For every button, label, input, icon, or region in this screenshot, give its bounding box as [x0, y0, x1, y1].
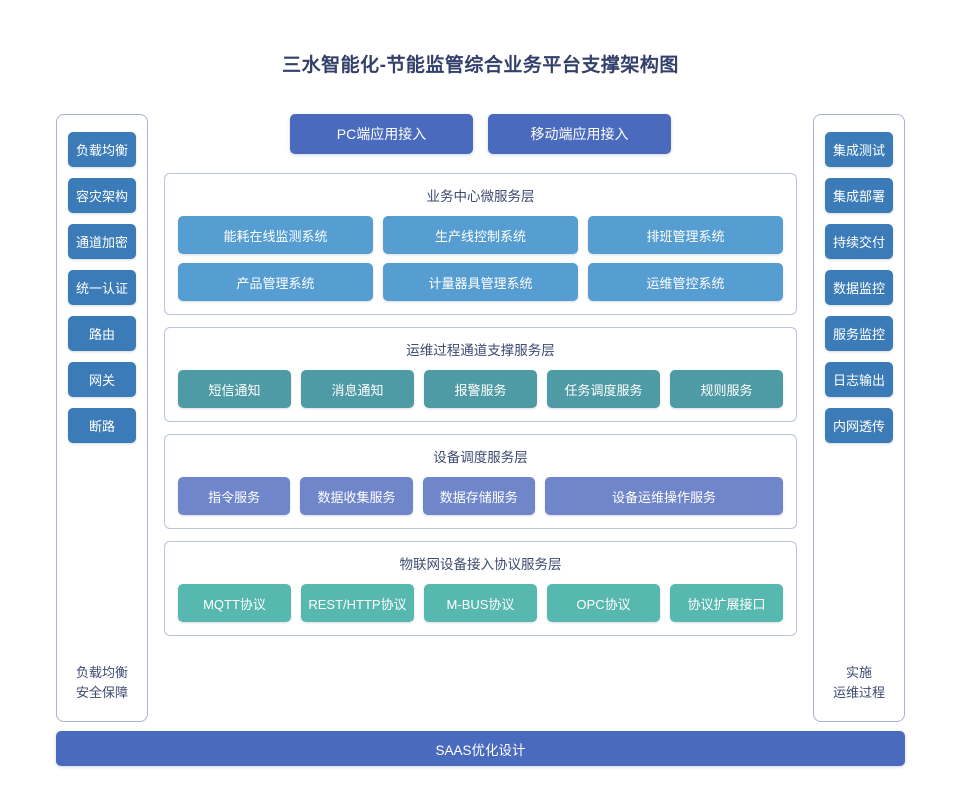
saas-optimization-bar[interactable]: SAAS优化设计: [56, 731, 905, 766]
sidebar-item-right-5[interactable]: 日志输出: [825, 362, 893, 397]
left-sidebar-footer: 负载均衡 安全保障: [76, 663, 128, 707]
center-stack: PC端应用接入 移动端应用接入 业务中心微服务层 能耗在线监测系统 生产线控制系…: [148, 114, 813, 722]
mobile-application-access-button[interactable]: 移动端应用接入: [488, 114, 671, 154]
service-card-alarm-service[interactable]: 报警服务: [424, 370, 537, 408]
sidebar-item-left-4[interactable]: 路由: [68, 316, 136, 351]
protocol-card-mbus[interactable]: M-BUS协议: [424, 584, 537, 622]
layer-title-device: 设备调度服务层: [433, 450, 528, 465]
service-card-message-notification[interactable]: 消息通知: [301, 370, 414, 408]
service-card-rule-service[interactable]: 规则服务: [670, 370, 783, 408]
sidebar-item-right-1[interactable]: 集成部署: [825, 178, 893, 213]
layer-row: MQTT协议 REST/HTTP协议 M-BUS协议 OPC协议 协议扩展接口: [178, 584, 783, 622]
sidebar-item-right-3[interactable]: 数据监控: [825, 270, 893, 305]
service-card-task-scheduling[interactable]: 任务调度服务: [547, 370, 660, 408]
service-card-energy-monitoring[interactable]: 能耗在线监测系统: [178, 216, 373, 254]
sidebar-item-left-0[interactable]: 负载均衡: [68, 132, 136, 167]
layer-row: 产品管理系统 计量器具管理系统 运维管控系统: [178, 263, 783, 301]
layer-title-ops: 运维过程通道支撑服务层: [406, 343, 555, 358]
service-card-data-storage[interactable]: 数据存储服务: [422, 477, 535, 515]
sidebar-item-right-4[interactable]: 服务监控: [825, 316, 893, 351]
pc-application-access-button[interactable]: PC端应用接入: [290, 114, 473, 154]
service-card-device-ops-operation[interactable]: 设备运维操作服务: [544, 477, 784, 515]
sidebar-item-left-3[interactable]: 统一认证: [68, 270, 136, 305]
protocol-card-opc[interactable]: OPC协议: [547, 584, 660, 622]
layer-title-business: 业务中心微服务层: [426, 189, 535, 204]
layer-iot-protocol: 物联网设备接入协议服务层 MQTT协议 REST/HTTP协议 M-BUS协议 …: [164, 541, 797, 636]
right-sidebar-footer: 实施 运维过程: [833, 663, 885, 707]
sidebar-item-right-2[interactable]: 持续交付: [825, 224, 893, 259]
layer-row: 短信通知 消息通知 报警服务 任务调度服务 规则服务: [178, 370, 783, 408]
sidebar-item-left-5[interactable]: 网关: [68, 362, 136, 397]
protocol-card-extension-interface[interactable]: 协议扩展接口: [670, 584, 783, 622]
layer-row: 能耗在线监测系统 生产线控制系统 排班管理系统: [178, 216, 783, 254]
page-title: 三水智能化-节能监管综合业务平台支撑架构图: [282, 55, 679, 76]
protocol-card-rest-http[interactable]: REST/HTTP协议: [301, 584, 414, 622]
layer-business-center-microservice: 业务中心微服务层 能耗在线监测系统 生产线控制系统 排班管理系统 产品管理系统 …: [164, 173, 797, 315]
left-sidebar-column: 负载均衡 容灾架构 通道加密 统一认证 路由 网关 断路 负载均衡 安全保障: [56, 114, 148, 722]
left-sidebar-footer-line1: 负载均衡: [75, 664, 128, 680]
layer-row: 指令服务 数据收集服务 数据存储服务 设备运维操作服务: [178, 477, 784, 515]
service-card-metering-device-management[interactable]: 计量器具管理系统: [383, 263, 578, 301]
sidebar-item-left-6[interactable]: 断路: [68, 408, 136, 443]
sidebar-item-right-0[interactable]: 集成测试: [825, 132, 893, 167]
service-card-product-management[interactable]: 产品管理系统: [178, 263, 373, 301]
sidebar-item-left-2[interactable]: 通道加密: [68, 224, 136, 259]
sidebar-item-right-6[interactable]: 内网透传: [825, 408, 893, 443]
service-card-production-line-control[interactable]: 生产线控制系统: [383, 216, 578, 254]
architecture-board: 负载均衡 容灾架构 通道加密 统一认证 路由 网关 断路 负载均衡 安全保障 P…: [56, 114, 905, 722]
layer-ops-channel-support: 运维过程通道支撑服务层 短信通知 消息通知 报警服务 任务调度服务 规则服务: [164, 327, 797, 422]
service-card-shift-management[interactable]: 排班管理系统: [588, 216, 783, 254]
right-sidebar-footer-line1: 实施: [845, 664, 872, 680]
layer-device-scheduling: 设备调度服务层 指令服务 数据收集服务 数据存储服务 设备运维操作服务: [164, 434, 797, 529]
left-sidebar-footer-line2: 安全保障: [75, 684, 128, 700]
application-access-row: PC端应用接入 移动端应用接入: [164, 114, 797, 154]
right-sidebar-column: 集成测试 集成部署 持续交付 数据监控 服务监控 日志输出 内网透传 实施 运维…: [813, 114, 905, 722]
protocol-card-mqtt[interactable]: MQTT协议: [178, 584, 291, 622]
layer-title-iot: 物联网设备接入协议服务层: [399, 557, 562, 572]
service-card-command-service[interactable]: 指令服务: [178, 477, 291, 515]
service-card-data-collection[interactable]: 数据收集服务: [300, 477, 413, 515]
service-card-ops-control[interactable]: 运维管控系统: [588, 263, 783, 301]
right-sidebar-footer-line2: 运维过程: [832, 684, 885, 700]
sidebar-item-left-1[interactable]: 容灾架构: [68, 178, 136, 213]
service-card-sms-notification[interactable]: 短信通知: [178, 370, 291, 408]
